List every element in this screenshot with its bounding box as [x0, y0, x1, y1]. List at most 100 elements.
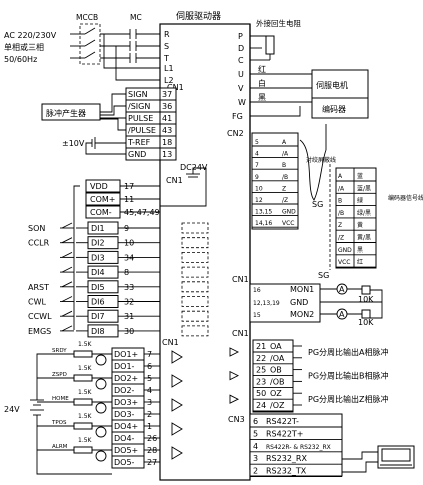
cn2-sg-label: SG [312, 200, 323, 209]
cn3-pin-name: RS232_RX [266, 454, 307, 463]
pulse-pin-number: 41 [162, 114, 172, 123]
di-switch-contact [61, 281, 73, 288]
encout-pin-name: /OB [270, 377, 284, 386]
analog-pin-name: GND [290, 298, 308, 307]
do-name: DO3+ [114, 398, 138, 407]
di-name: DI6 [91, 298, 105, 307]
encout-phase-label: PG分周比输出Z相脉冲 [308, 394, 389, 404]
terminal-s: S [164, 42, 169, 51]
encoder-signal-name: Z [338, 222, 342, 229]
do-name: DO2- [114, 386, 135, 395]
servo-motor [311, 69, 369, 99]
pulse-input: 脉冲产生器 ±10V CN1 SIGN37/SIGN36PULSE41/PULS… [41, 83, 184, 161]
di-name: DI2 [91, 239, 105, 248]
encoder-wire-color: 蓝/黑 [357, 184, 371, 192]
pulse-pin-number: 13 [162, 150, 172, 159]
cn2-pin-name: Z [282, 185, 286, 192]
do-name: DO5- [114, 458, 135, 467]
di-pin: 31 [124, 312, 134, 321]
do-pin: 27 [147, 458, 157, 467]
di-name: DI7 [91, 312, 105, 321]
regen-resistor-body [265, 35, 275, 55]
power-input: AC 220/230V 单相或三相 50/60Hz MCCB MC R S T … [4, 13, 174, 85]
encoder-wire-color: 黄 [357, 221, 363, 229]
do-name: DO1+ [114, 350, 138, 359]
cn2-pin-name: /B [282, 174, 288, 181]
shield-cable-label: 对绞屏蔽线 [306, 156, 336, 164]
servo-motor-label: 伺服电机 [316, 80, 348, 90]
do-pin: 6 [147, 362, 152, 371]
terminal-w: W [238, 98, 246, 107]
cn2-pin-name: A [282, 139, 287, 146]
do-output-transistor [171, 422, 183, 436]
di-function-label: SON [28, 224, 45, 233]
analog-pin-number: 12,13,19 [253, 300, 280, 307]
dc24-row-pin: 45,47,49 [124, 208, 160, 217]
cn2-pin-name: B [282, 162, 286, 169]
do-pin: 3 [147, 398, 152, 407]
di-function-label: CCWL [28, 312, 52, 321]
power-phase: 单相或三相 [4, 42, 44, 52]
do-supply-label: 24V [4, 405, 20, 414]
dc24-row-pin: 17 [124, 182, 134, 191]
terminal-t: T [163, 54, 169, 63]
di-switch-contact [61, 237, 73, 244]
encout-pin-number: 22 [256, 354, 266, 363]
di-optocoupler [181, 222, 209, 234]
di-function-label: ARST [28, 283, 49, 292]
digital-outputs: CN1 24V DO1+7DO1-6DO2+5DO2-4DO3+3DO3-2DO… [4, 338, 183, 475]
do-name: DO2+ [114, 374, 138, 383]
cn2-pin-name: /Z [282, 197, 288, 204]
di-optocoupler [181, 310, 209, 322]
mccb-label: MCCB [76, 13, 98, 22]
di-pin: 32 [124, 298, 134, 307]
pulse-pin-number: 37 [162, 90, 172, 99]
di-pin: 34 [124, 253, 134, 262]
di-function-label: EMGS [28, 327, 51, 336]
cn2-pin-number: 14,16 [255, 220, 272, 227]
pulse-pin-name: /SIGN [128, 102, 150, 111]
di-name: DI8 [91, 327, 105, 336]
meter-2-label: A [339, 310, 345, 319]
mccb-breaker [79, 23, 101, 65]
terminal-v: V [238, 84, 244, 93]
encout-pin-number: 24 [256, 401, 266, 410]
cn2-label: CN2 [227, 129, 244, 138]
di-name: DI1 [91, 224, 105, 233]
do-pin: 28 [147, 446, 157, 455]
do-resistor-label: 1.5K [78, 413, 93, 420]
di-function-label: CWL [28, 298, 46, 307]
do-resistor [73, 446, 93, 454]
encout-phase-label: PG分周比输出A相脉冲 [308, 347, 389, 357]
meter-1: A [336, 283, 348, 295]
res-2-label: 10K [358, 318, 374, 327]
wire-color-v: 白 [258, 78, 266, 88]
do-led-indicator [95, 354, 107, 366]
analog-pin-name: MON2 [290, 310, 314, 319]
do-resistor-label: 1.5K [78, 437, 93, 444]
cn3-pin-number: 5 [253, 429, 258, 438]
cn3-pin-name: RS232_TX [266, 467, 307, 476]
analog-resistor-2 [361, 309, 371, 319]
cn2-pin-number: 7 [255, 162, 259, 169]
analog-pin-name: MON1 [290, 285, 314, 294]
encoder-signal-name: /A [338, 185, 345, 192]
di-pin: 9 [124, 224, 129, 233]
do-name: DO3- [114, 410, 135, 419]
power-frequency: 50/60Hz [4, 55, 37, 64]
do-resistor [73, 350, 93, 358]
di-optocoupler [181, 325, 209, 337]
terminal-p: P [238, 32, 243, 41]
pc-screen [381, 448, 411, 462]
meter-1-label: A [339, 285, 345, 294]
do-resistor [73, 398, 93, 406]
encout-phase-label: PG分周比输出B相脉冲 [308, 371, 389, 381]
analog-sg-label: SG [318, 271, 329, 280]
encout-driver [229, 394, 240, 404]
do-pin: 1 [147, 422, 152, 431]
do-led-indicator [95, 402, 107, 414]
do-output-transistor [171, 374, 183, 388]
di-pin: 33 [124, 283, 134, 292]
